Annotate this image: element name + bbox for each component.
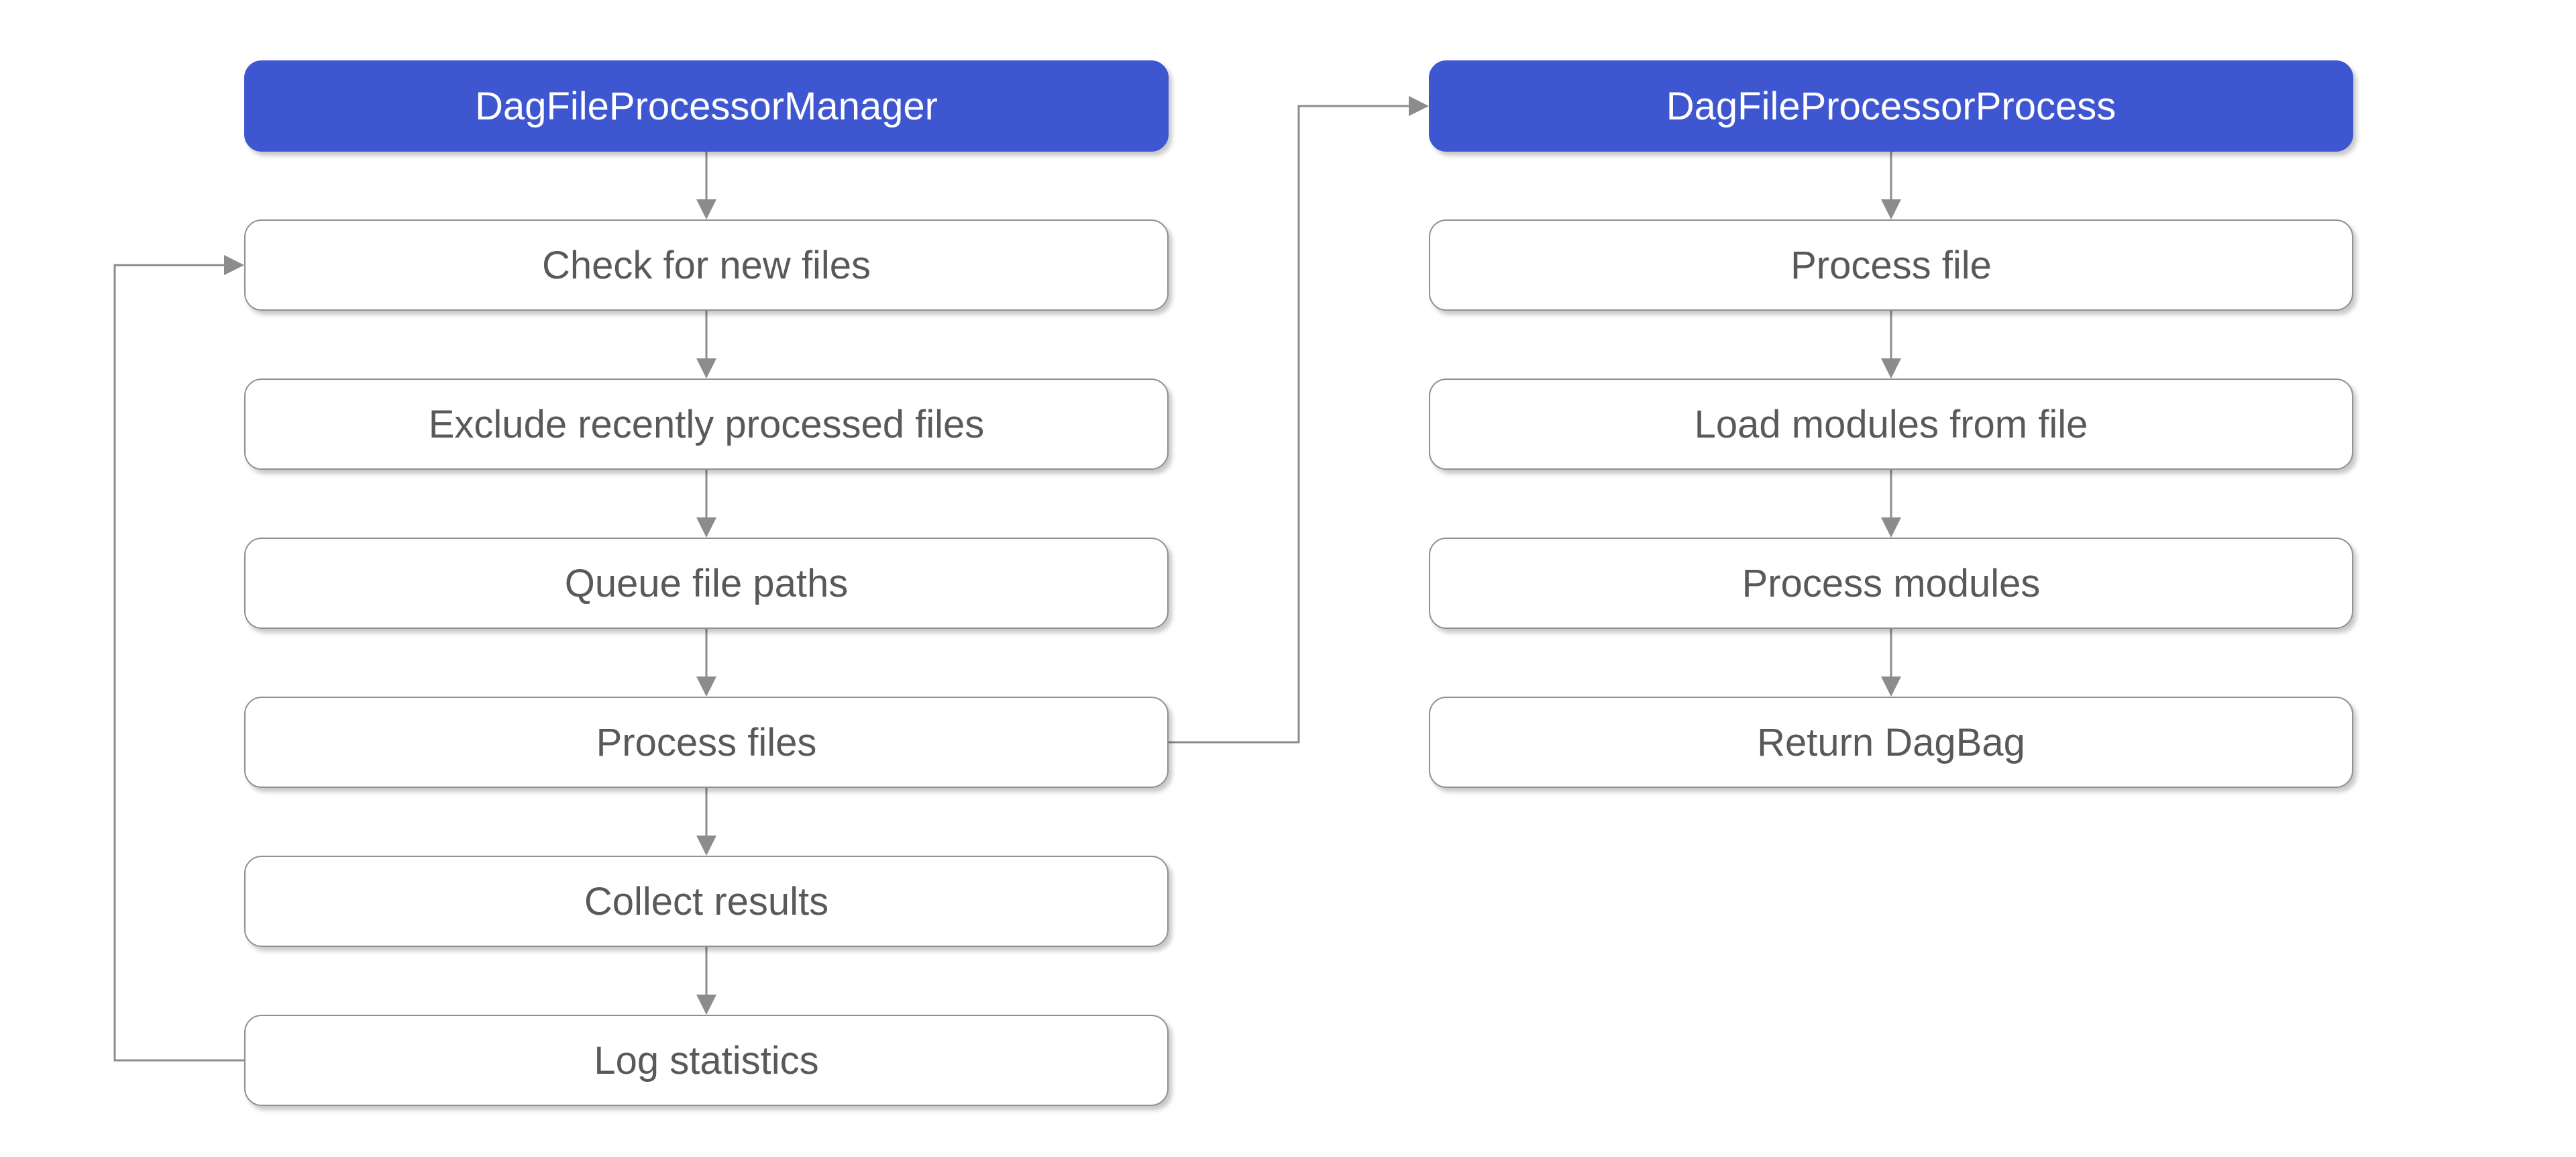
- node-return-dagbag: Return DagBag: [1429, 697, 2353, 788]
- arrow-process-files-to-collect-results: [696, 788, 716, 856]
- node-collect-results: Collect results: [244, 856, 1169, 947]
- loop-arrow-log-statistics-to-check-for-new-files: [113, 255, 244, 1062]
- node-check-for-new-files: Check for new files: [244, 219, 1169, 311]
- node-log-statistics: Log statistics: [244, 1015, 1169, 1106]
- node-load-modules-from-file: Load modules from file: [1429, 379, 2353, 470]
- arrow-collect-results-to-log-statistics: [696, 947, 716, 1015]
- node-dagfileprocessorprocess: DagFileProcessorProcess: [1429, 60, 2353, 152]
- node-process-file: Process file: [1429, 219, 2353, 311]
- node-queue-file-paths: Queue file paths: [244, 538, 1169, 629]
- arrow-process-modules-to-return-dagbag: [1881, 629, 1901, 697]
- node-dagfileprocessormanager: DagFileProcessorManager: [244, 60, 1169, 152]
- arrow-exclude-to-queue-file-paths: [696, 470, 716, 538]
- arrow-process-to-process-file: [1881, 152, 1901, 219]
- arrow-load-modules-to-process-modules: [1881, 470, 1901, 538]
- arrow-check-for-new-files-to-exclude: [696, 311, 716, 379]
- arrow-queue-file-paths-to-process-files: [696, 629, 716, 697]
- arrow-manager-to-check-for-new-files: [696, 152, 716, 219]
- arrow-process-file-to-load-modules: [1881, 311, 1901, 379]
- node-exclude-recently-processed-files: Exclude recently processed files: [244, 379, 1169, 470]
- arrow-process-files-to-dagfileprocessorprocess: [1169, 96, 1429, 744]
- node-process-modules: Process modules: [1429, 538, 2353, 629]
- node-process-files: Process files: [244, 697, 1169, 788]
